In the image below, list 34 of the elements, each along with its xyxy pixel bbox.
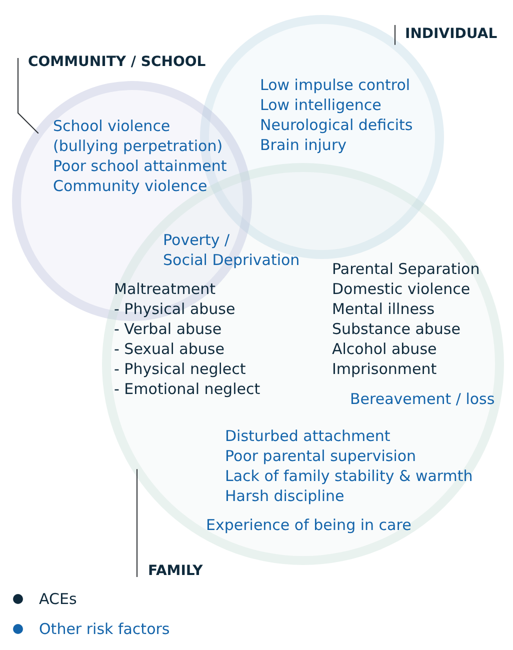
risk-factor-text: Alcohol abuse — [332, 339, 437, 359]
risk-factor-text: Poverty / Social Deprivation — [163, 230, 300, 270]
risk-factor-text: Harsh discipline — [225, 486, 344, 506]
risk-factor-text: - Emotional neglect — [114, 379, 260, 399]
risk-factor-text: Neurological deficits — [260, 115, 413, 135]
category-heading: FAMILY — [137, 562, 203, 580]
legend-label: ACEs — [39, 589, 77, 609]
risk-factor-text: Substance abuse — [332, 319, 460, 339]
leader-line — [136, 468, 138, 578]
risk-factor-text: Lack of family stability & warmth — [225, 466, 473, 486]
risk-factor-text: School violence (bullying perpetration) — [53, 116, 223, 156]
risk-factor-text: Low intelligence — [260, 95, 382, 115]
leader-line — [394, 24, 396, 46]
risk-factor-text: - Verbal abuse — [114, 319, 222, 339]
risk-factor-text: Disturbed attachment — [225, 426, 390, 446]
risk-factor-text: Poor school attainment — [53, 156, 227, 176]
risk-factor-text: Poor parental supervision — [225, 446, 416, 466]
risk-factor-text: Domestic violence — [332, 279, 470, 299]
risk-factor-text: Bereavement / loss — [350, 389, 495, 409]
risk-factor-text: Imprisonment — [332, 359, 437, 379]
category-heading: INDIVIDUAL — [395, 25, 498, 43]
risk-factor-text: Parental Separation — [332, 259, 480, 279]
risk-factor-text: Mental illness — [332, 299, 435, 319]
leader-line — [18, 58, 39, 134]
risk-factor-text: Maltreatment — [114, 279, 216, 299]
legend-label: Other risk factors — [39, 619, 170, 639]
category-heading: COMMUNITY / SCHOOL — [18, 53, 206, 71]
risk-factor-text: Brain injury — [260, 135, 346, 155]
risk-factor-text: Experience of being in care — [206, 515, 412, 535]
risk-factor-text: - Physical abuse — [114, 299, 236, 319]
risk-factor-text: - Sexual abuse — [114, 339, 224, 359]
risk-factor-text: - Physical neglect — [114, 359, 246, 379]
risk-factor-text: Community violence — [53, 176, 208, 196]
risk-factor-text: Low impulse control — [260, 75, 410, 95]
